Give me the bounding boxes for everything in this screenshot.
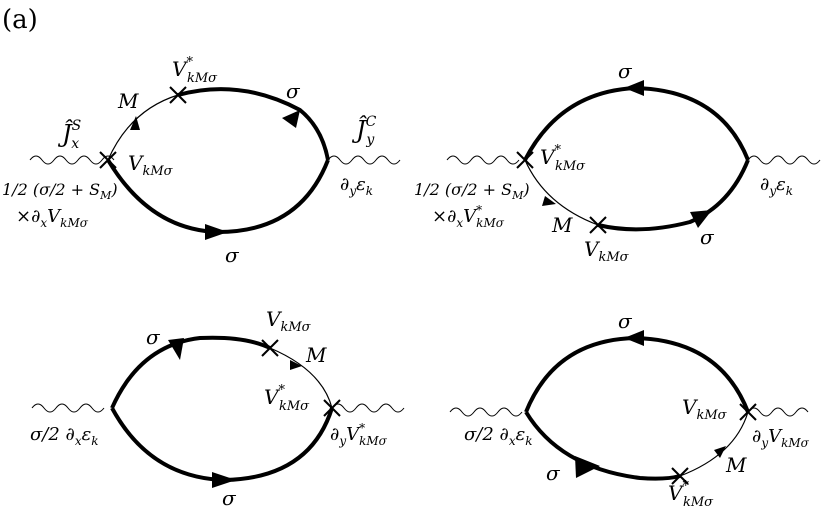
arrow-lower [575, 456, 600, 478]
lower-propagator [597, 159, 750, 232]
upper-sigma-label: σ [146, 325, 161, 349]
arrow-m [542, 196, 556, 206]
upper-sigma-label: σ [286, 79, 301, 103]
arrow-m [130, 116, 140, 130]
lower-propagator [524, 410, 681, 481]
wavy-line-right [747, 407, 809, 417]
cross1-label: V*kMσ [172, 55, 218, 86]
arrow-m [714, 446, 726, 458]
upper-sigma-label: σ [618, 309, 633, 333]
diagram-2: V*kMσ M σ σ VkMσ 1/2 (σ/2 + SM) ×∂xV*kMσ… [414, 59, 821, 265]
cross-vertex-2 [323, 399, 341, 417]
upper-propagator [524, 335, 750, 413]
arrow-lower [212, 472, 236, 488]
wavy-line-left [29, 155, 115, 165]
cross-vertex-2 [671, 467, 689, 485]
cross-vertex-1 [169, 86, 187, 104]
left-vertex-label: σ/2 ∂xεk [464, 424, 533, 448]
diagram-3: VkMσ M σ σ V*kMσ σ/2 ∂xεk ∂yV*kMσ [30, 307, 405, 510]
lower-sigma-label: σ [700, 225, 715, 249]
arrow-upper [282, 110, 300, 128]
m-propagator [679, 411, 749, 477]
m-label: M [551, 213, 573, 237]
cross1-label: VkMσ [682, 395, 728, 423]
panel-label: (a) [2, 5, 38, 35]
cross2-label: VkMσ [584, 237, 630, 265]
left-vertex-label-line1: 1/2 (σ/2 + SM) [414, 180, 530, 202]
wavy-line-right [747, 155, 821, 165]
cross-vertex-1 [261, 339, 279, 357]
arrow-m [290, 360, 302, 370]
cross2-label: V*kMσ [264, 383, 310, 414]
cross-vertex-1 [739, 403, 757, 421]
m-label: M [725, 453, 747, 477]
left-vertex-label: σ/2 ∂xεk [30, 424, 99, 448]
left-vertex-label-line2: ×∂xV*kMσ [432, 203, 505, 230]
left-vertex-label-line2: ×∂xVkMσ [16, 206, 89, 230]
cross-vertex-2 [589, 216, 607, 234]
lower-sigma-label: σ [546, 461, 561, 485]
m-label: M [305, 343, 327, 367]
upper-propagator [177, 87, 330, 161]
wavy-line-left [449, 407, 523, 417]
cross-vertex-2 [99, 151, 117, 169]
wavy-line-left [31, 403, 105, 413]
diagram-4: VkMσ M σ σ V*kMσ σ/2 ∂xεk ∂yVkMσ [449, 309, 810, 510]
arrow-upper [624, 80, 644, 96]
cross2-label: VkMσ [128, 151, 174, 179]
cross2-label: V*kMσ [668, 479, 714, 510]
lower-sigma-label: σ [225, 243, 240, 267]
m-propagator [524, 159, 599, 226]
lower-sigma-label: σ [222, 486, 237, 510]
m-propagator [269, 347, 333, 409]
wavy-line-left [446, 155, 520, 165]
cross1-label: V*kMσ [540, 143, 586, 174]
arrow-lower [690, 210, 712, 228]
left-vertex-label-line1: 1/2 (σ/2 + SM) [2, 180, 118, 202]
m-label: M [117, 89, 139, 113]
cross1-label: VkMσ [266, 307, 312, 335]
upper-sigma-label: σ [618, 59, 633, 83]
cross-vertex-1 [516, 151, 534, 169]
wavy-line-right [327, 155, 401, 165]
wavy-line-right [331, 403, 405, 413]
arrow-lower [205, 224, 228, 240]
arrow-upper [624, 330, 644, 346]
arrow-upper [168, 338, 184, 360]
upper-propagator [110, 335, 271, 409]
lower-propagator [110, 407, 334, 483]
right-vertex-label: ∂yV*kMσ [330, 421, 388, 448]
right-vertex-label: ∂yεk [340, 174, 373, 198]
right-vertex-label: ∂yVkMσ [752, 426, 810, 450]
right-vertex-label: ∂yεk [760, 174, 793, 198]
